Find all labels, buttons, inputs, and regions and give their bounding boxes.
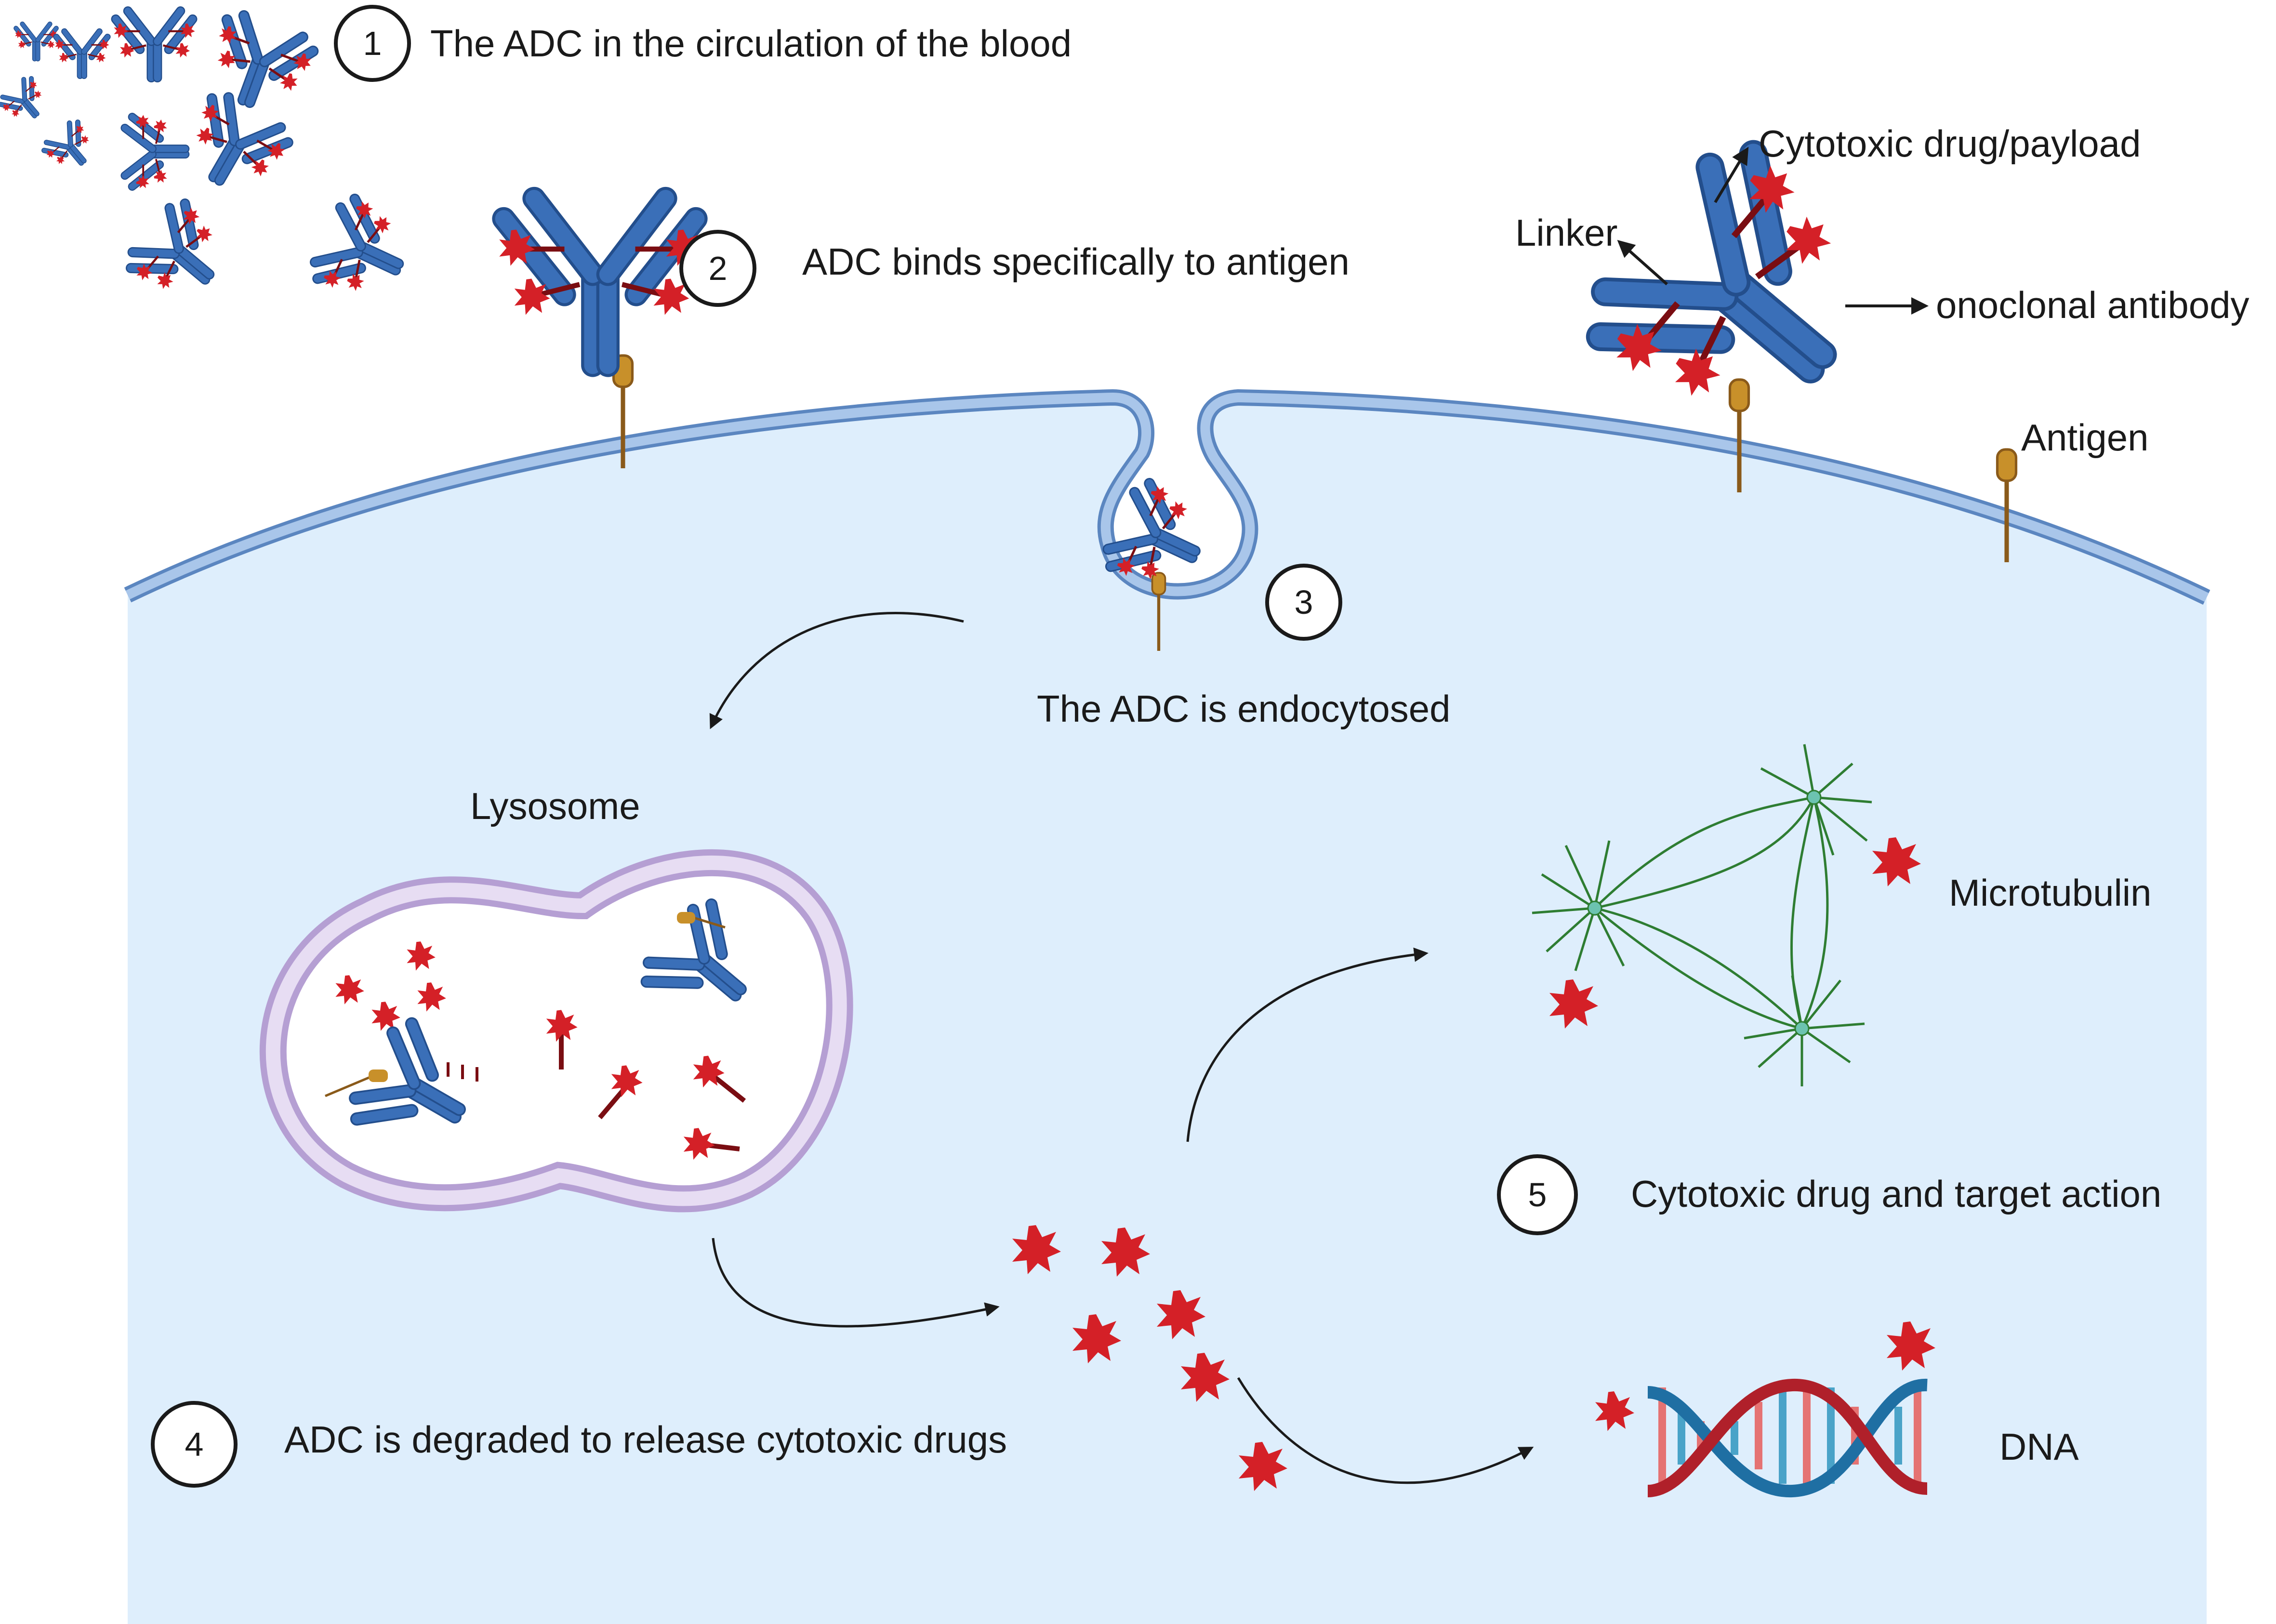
cytoplasm: [128, 397, 2207, 1624]
membrane-inner: [125, 392, 2209, 602]
step-4-number: 4: [185, 1426, 204, 1463]
antigen-label: Antigen: [2021, 416, 2149, 459]
adc-structure-legend: Cytotoxic drug/payload Linker onoclonal …: [1515, 122, 2250, 562]
arrow-to-dna: [1237, 1377, 1534, 1484]
antibody-label: onoclonal antibody: [1936, 284, 2250, 326]
arrow-to-microtubulin: [1186, 947, 1429, 1142]
step-4: 4 ADC is degraded to release cytotoxic d…: [151, 1401, 1007, 1488]
arrow-to-released-drugs: [712, 1238, 1000, 1328]
step-4-label: ADC is degraded to release cytotoxic dru…: [284, 1418, 1007, 1461]
step-5-label: Cytotoxic drug and target action: [1631, 1173, 2161, 1215]
lysosome: Lysosome: [259, 785, 853, 1213]
step-5-number: 5: [1528, 1176, 1547, 1214]
cell: [124, 389, 2210, 1624]
linker-label: Linker: [1515, 211, 1617, 254]
microtubulin: [1532, 744, 1872, 1086]
step-2: 2 ADC binds specifically to antigen: [679, 230, 1350, 307]
step-2-badge: [679, 230, 756, 307]
step-1-label: The ADC in the circulation of the blood: [430, 22, 1072, 65]
step-1: 1 The ADC in the circulation of the bloo…: [334, 5, 1072, 82]
step-2-number: 2: [709, 250, 728, 287]
microtubulin-label: Microtubulin: [1949, 871, 2152, 914]
dna-label: DNA: [1999, 1426, 2079, 1468]
arrow-to-lysosome: [709, 611, 964, 729]
step-5: 5 Cytotoxic drug and target action: [1497, 1154, 2161, 1235]
step-4-badge: [151, 1401, 238, 1488]
step-3-label: The ADC is endocytosed: [1037, 687, 1450, 730]
step-1-badge: [334, 5, 411, 82]
linker-pointer: [1617, 240, 1668, 286]
payload-label: Cytotoxic drug/payload: [1759, 122, 2141, 165]
step-3-badge: [1265, 564, 1342, 641]
step-1-number: 1: [363, 25, 382, 62]
step-3: 3 The ADC is endocytosed: [1037, 564, 1450, 730]
dna-helix: [1647, 1378, 1928, 1498]
step-5-badge: [1497, 1154, 1578, 1235]
payload-pointer: [1714, 146, 1749, 203]
lysosome-label: Lysosome: [470, 785, 640, 827]
step-3-number: 3: [1295, 583, 1313, 621]
step-2-label: ADC binds specifically to antigen: [802, 240, 1350, 283]
lysosome-membrane-inner: [265, 855, 847, 1206]
